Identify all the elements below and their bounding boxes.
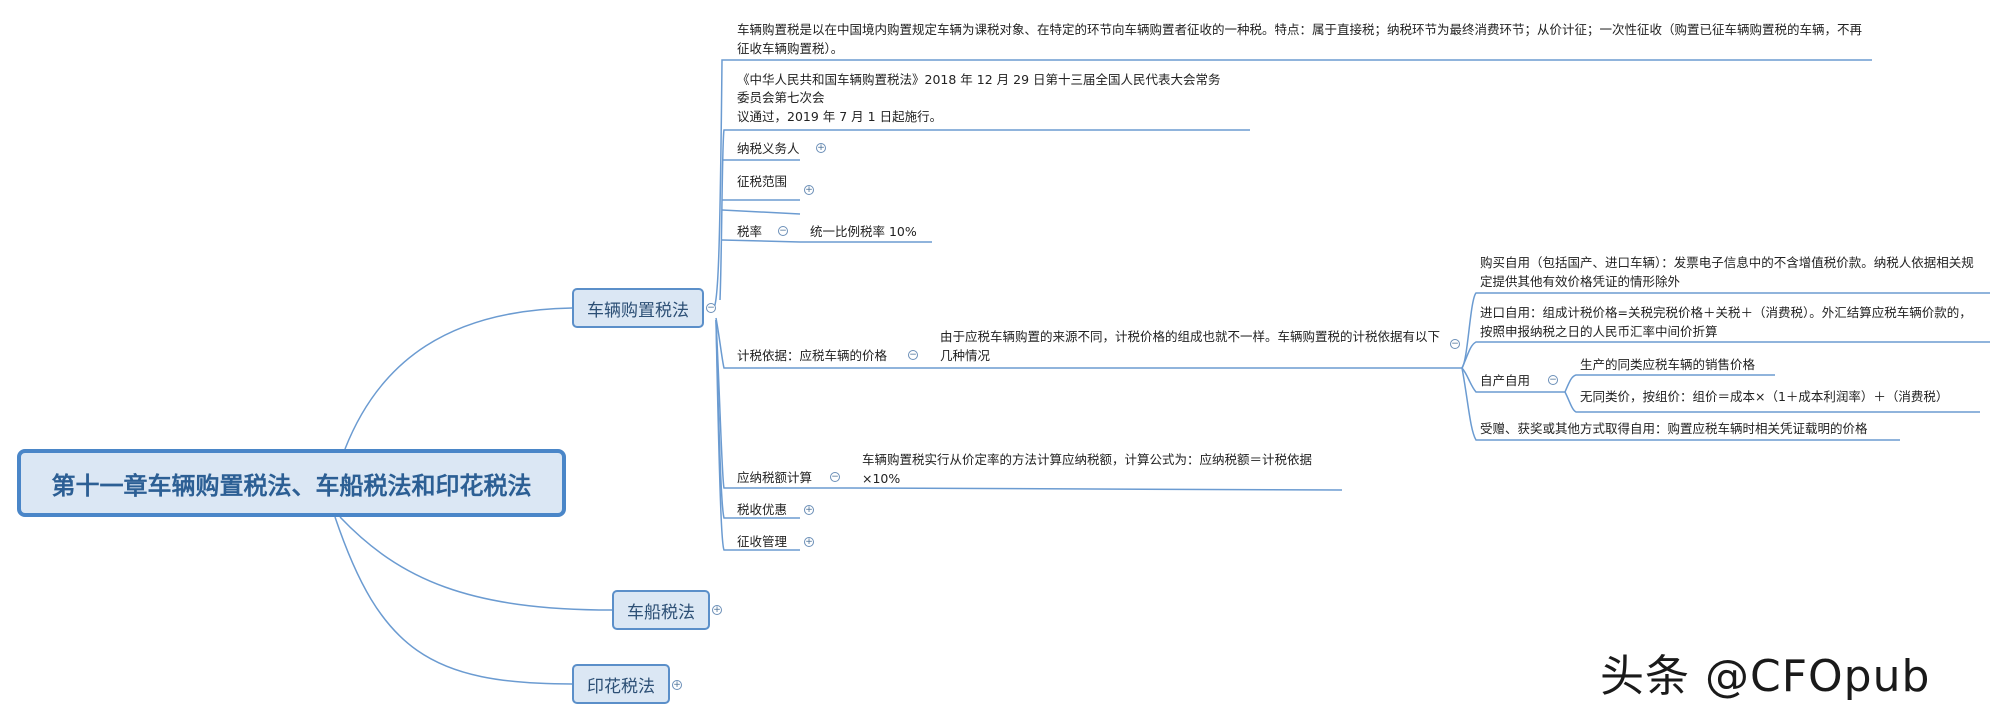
expand-toggle-icon[interactable]: + [816,143,826,153]
expand-toggle-icon[interactable]: + [804,505,814,515]
collapse-toggle-icon[interactable]: − [1450,339,1460,349]
self-produced-composite-price: 无同类价，按组价：组价＝成本×（1＋成本利润率）＋（消费税） [1580,389,1949,404]
law-line-1: 《中华人民共和国车辆购置税法》2018 年 12 月 29 日第十三届全国人民代… [737,72,1221,87]
collapse-toggle-icon[interactable]: − [778,226,788,236]
tax-incentives-node[interactable]: 税收优惠 [737,502,788,517]
root-topic[interactable]: 第十一章车辆购置税法、车船税法和印花税法 [17,449,566,517]
expand-toggle-icon[interactable]: + [672,680,682,690]
expand-toggle-icon[interactable]: + [804,185,814,195]
definition-text: 车辆购置税是以在中国境内购置规定车辆为课税对象、在特定的环节向车辆购置者征收的一… [737,22,1863,56]
branch-vehicle-vessel-tax[interactable]: 车船税法 [612,590,710,630]
collapse-toggle-icon[interactable]: − [1548,375,1558,385]
rate-value: 统一比例税率 10% [810,224,917,239]
case-import-for-own-use: 进口自用：组成计税价格=关税完税价格＋关税＋（消费税）。外汇结算应税车辆价款的，… [1480,305,1972,339]
payable-calculation-node[interactable]: 应纳税额计算 [737,470,813,485]
law-line-3: 议通过，2019 年 7 月 1 日起施行。 [737,109,943,124]
payable-calculation-description: 车辆购置税实行从价定率的方法计算应纳税额，计算公式为：应纳税额＝计税依据×10% [862,452,1313,486]
case-purchase-for-own-use: 购买自用（包括国产、进口车辆）：发票电子信息中的不含增值税价款。纳税人依据相关规… [1480,255,1974,289]
branch-vehicle-purchase-tax[interactable]: 车辆购置税法 [572,288,704,328]
expand-toggle-icon[interactable]: + [804,537,814,547]
collapse-toggle-icon[interactable]: − [908,350,918,360]
law-line-2: 委员会第七次会 [737,90,825,105]
expand-toggle-icon[interactable]: + [712,605,722,615]
scope-node[interactable]: 征税范围 [737,174,788,189]
tax-basis-description: 由于应税车辆购置的来源不同，计税价格的组成也就不一样。车辆购置税的计税依据有以下… [940,329,1441,363]
collapse-toggle-icon[interactable]: − [706,303,716,313]
tax-administration-node[interactable]: 征收管理 [737,534,788,549]
taxpayer-node[interactable]: 纳税义务人 [737,141,800,156]
collapse-toggle-icon[interactable]: − [830,472,840,482]
case-gift-or-award: 受赠、获奖或其他方式取得自用：购置应税车辆时相关凭证载明的价格 [1480,421,1868,436]
case-self-produced[interactable]: 自产自用 [1480,373,1531,388]
tax-basis-node[interactable]: 计税依据：应税车辆的价格 [737,348,888,363]
rate-node[interactable]: 税率 [737,224,763,239]
watermark: 头条 @CFOpub [1600,651,1931,702]
self-produced-same-type-price: 生产的同类应税车辆的销售价格 [1580,357,1756,372]
branch-stamp-tax[interactable]: 印花税法 [572,664,670,704]
